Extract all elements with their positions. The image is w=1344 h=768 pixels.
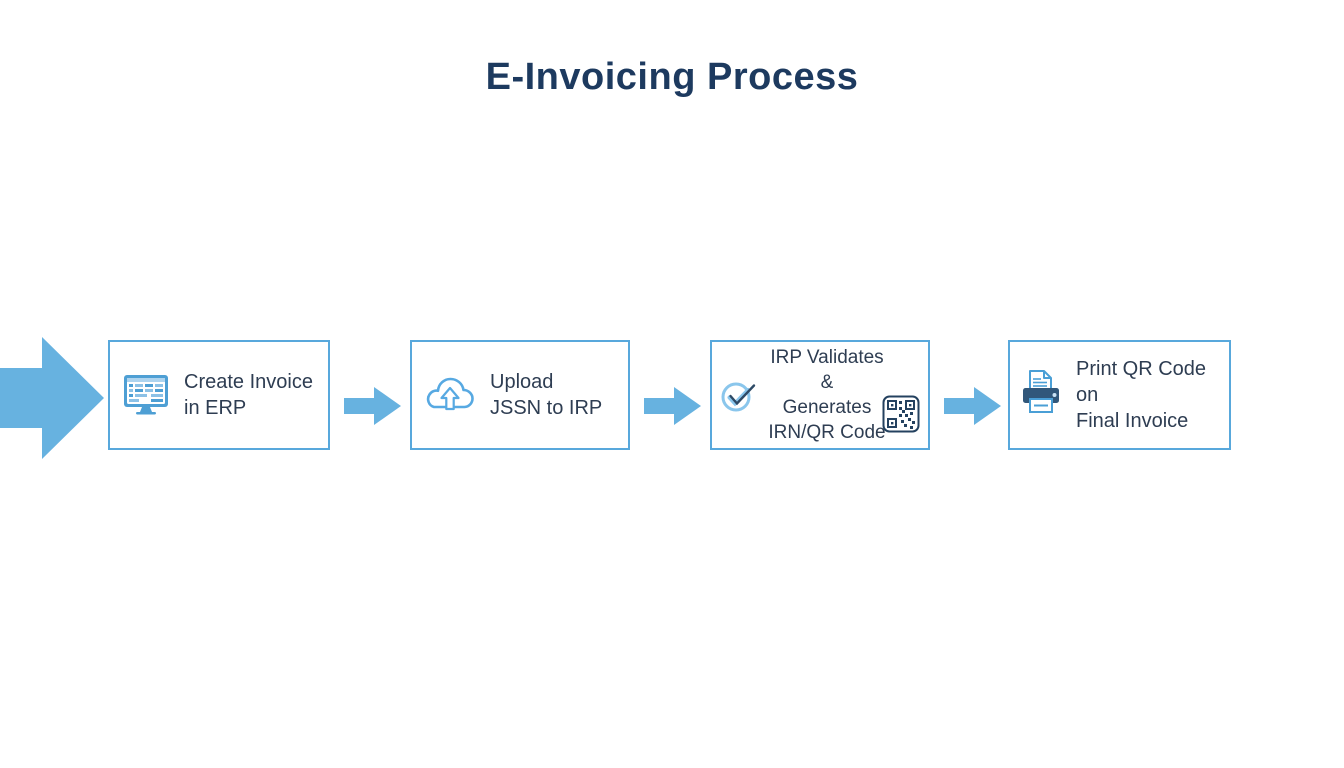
step-label: Upload JSSN to IRP	[490, 369, 602, 421]
step-label: Create Invoice in ERP	[184, 369, 313, 421]
step-label-line: Generates	[782, 397, 872, 418]
step-label-line: Create Invoice	[184, 371, 313, 393]
step-label: Print QR Code on Final Invoice	[1076, 356, 1229, 434]
erp-monitor-icon	[122, 373, 170, 417]
step-label-line: Final Invoice	[1076, 410, 1189, 432]
step-upload-jssn-to-irp: Upload JSSN to IRP	[410, 340, 630, 450]
right-arrow-icon	[644, 387, 701, 425]
printer-icon	[1020, 369, 1062, 421]
right-arrow-icon	[0, 337, 104, 459]
check-circle-icon	[720, 376, 758, 414]
step-label-line: IRP Validates &	[770, 347, 884, 393]
step-print-qr-on-final-invoice: Print QR Code on Final Invoice	[1008, 340, 1231, 450]
right-arrow-icon	[944, 387, 1001, 425]
step-label-line: JSSN to IRP	[490, 397, 603, 419]
step-label-line: Upload	[490, 371, 554, 393]
step-label-line: IRN/QR Code	[768, 422, 886, 443]
cloud-upload-icon	[424, 372, 476, 418]
step-create-invoice-in-erp: Create Invoice in ERP	[108, 340, 330, 450]
right-arrow-icon	[344, 387, 401, 425]
step-irp-validates-generates-irnqr: IRP Validates & Generates IRN/QR Code	[710, 340, 930, 450]
step-label: IRP Validates & Generates IRN/QR Code	[766, 345, 928, 445]
step-label-line: Print QR Code on	[1076, 358, 1207, 406]
step-label-line: in ERP	[184, 397, 247, 419]
page-title: E-Invoicing Process	[485, 56, 859, 98]
qr-code-icon	[882, 395, 920, 438]
